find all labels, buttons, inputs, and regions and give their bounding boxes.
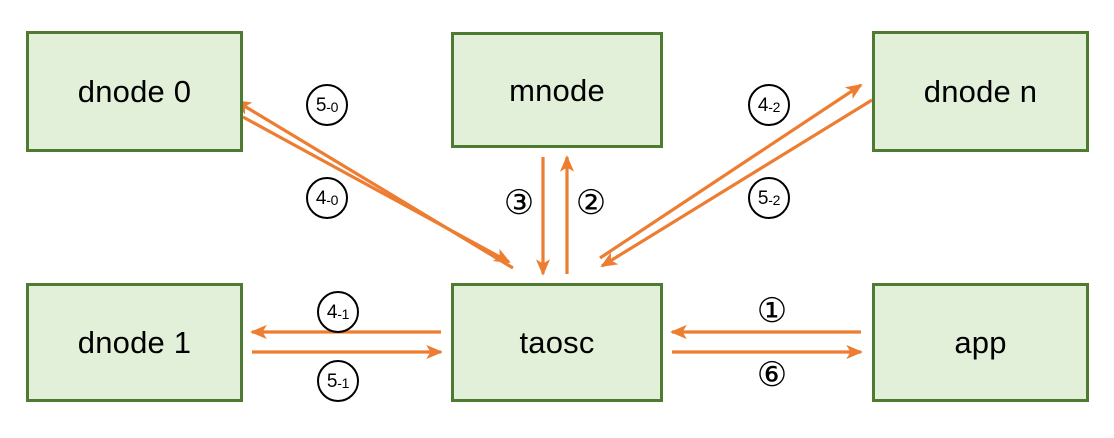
step-marker-m4-0: 4-0 <box>306 177 348 219</box>
node-box-mnode[interactable]: mnode <box>451 32 663 148</box>
node-box-dnode1[interactable]: dnode 1 <box>26 283 243 402</box>
step-marker-m5-0: 5-0 <box>306 84 348 126</box>
node-label-dnoden: dnode n <box>923 74 1038 109</box>
step-marker-label-m5-1: 5-1 <box>326 370 350 392</box>
step-marker-label-m4-1: 4-1 <box>326 301 350 323</box>
step-marker-m4-2: 4-2 <box>748 84 790 126</box>
step-marker-m4-1: 4-1 <box>317 291 359 333</box>
arrow-e4-2 <box>599 83 863 260</box>
step-marker-label-m5-0: 5-0 <box>315 94 339 116</box>
node-label-dnode1: dnode 1 <box>77 325 192 360</box>
node-label-taosc: taosc <box>519 325 595 360</box>
node-label-mnode: mnode <box>509 72 605 108</box>
node-label-dnode0: dnode 0 <box>77 74 192 109</box>
step-marker-m6: ⑥ <box>756 355 788 395</box>
arrow-e5-2 <box>600 98 873 268</box>
step-marker-suffix-m5-2: -2 <box>768 192 781 208</box>
node-box-dnoden[interactable]: dnode n <box>872 31 1089 152</box>
node-box-app[interactable]: app <box>872 283 1089 402</box>
step-marker-label-m4-2: 4-2 <box>757 94 781 116</box>
step-marker-m5-2: 5-2 <box>748 177 790 219</box>
node-box-taosc[interactable]: taosc <box>451 283 663 402</box>
arrow-e4-0 <box>242 115 511 264</box>
step-marker-m5-1: 5-1 <box>317 360 359 402</box>
step-marker-label-m5-2: 5-2 <box>757 187 781 209</box>
step-marker-m2: ② <box>575 183 607 223</box>
step-marker-suffix-m4-0: -0 <box>326 192 339 208</box>
step-marker-m3: ③ <box>503 183 535 223</box>
step-marker-suffix-m5-1: -1 <box>337 375 350 391</box>
step-marker-label-m4-0: 4-0 <box>315 187 339 209</box>
step-marker-suffix-m4-1: -1 <box>337 306 350 322</box>
node-box-dnode0[interactable]: dnode 0 <box>26 31 243 152</box>
step-marker-m1: ① <box>756 291 788 331</box>
step-marker-suffix-m5-0: -0 <box>326 99 339 115</box>
node-label-app: app <box>954 325 1007 360</box>
step-marker-suffix-m4-2: -2 <box>768 99 781 115</box>
